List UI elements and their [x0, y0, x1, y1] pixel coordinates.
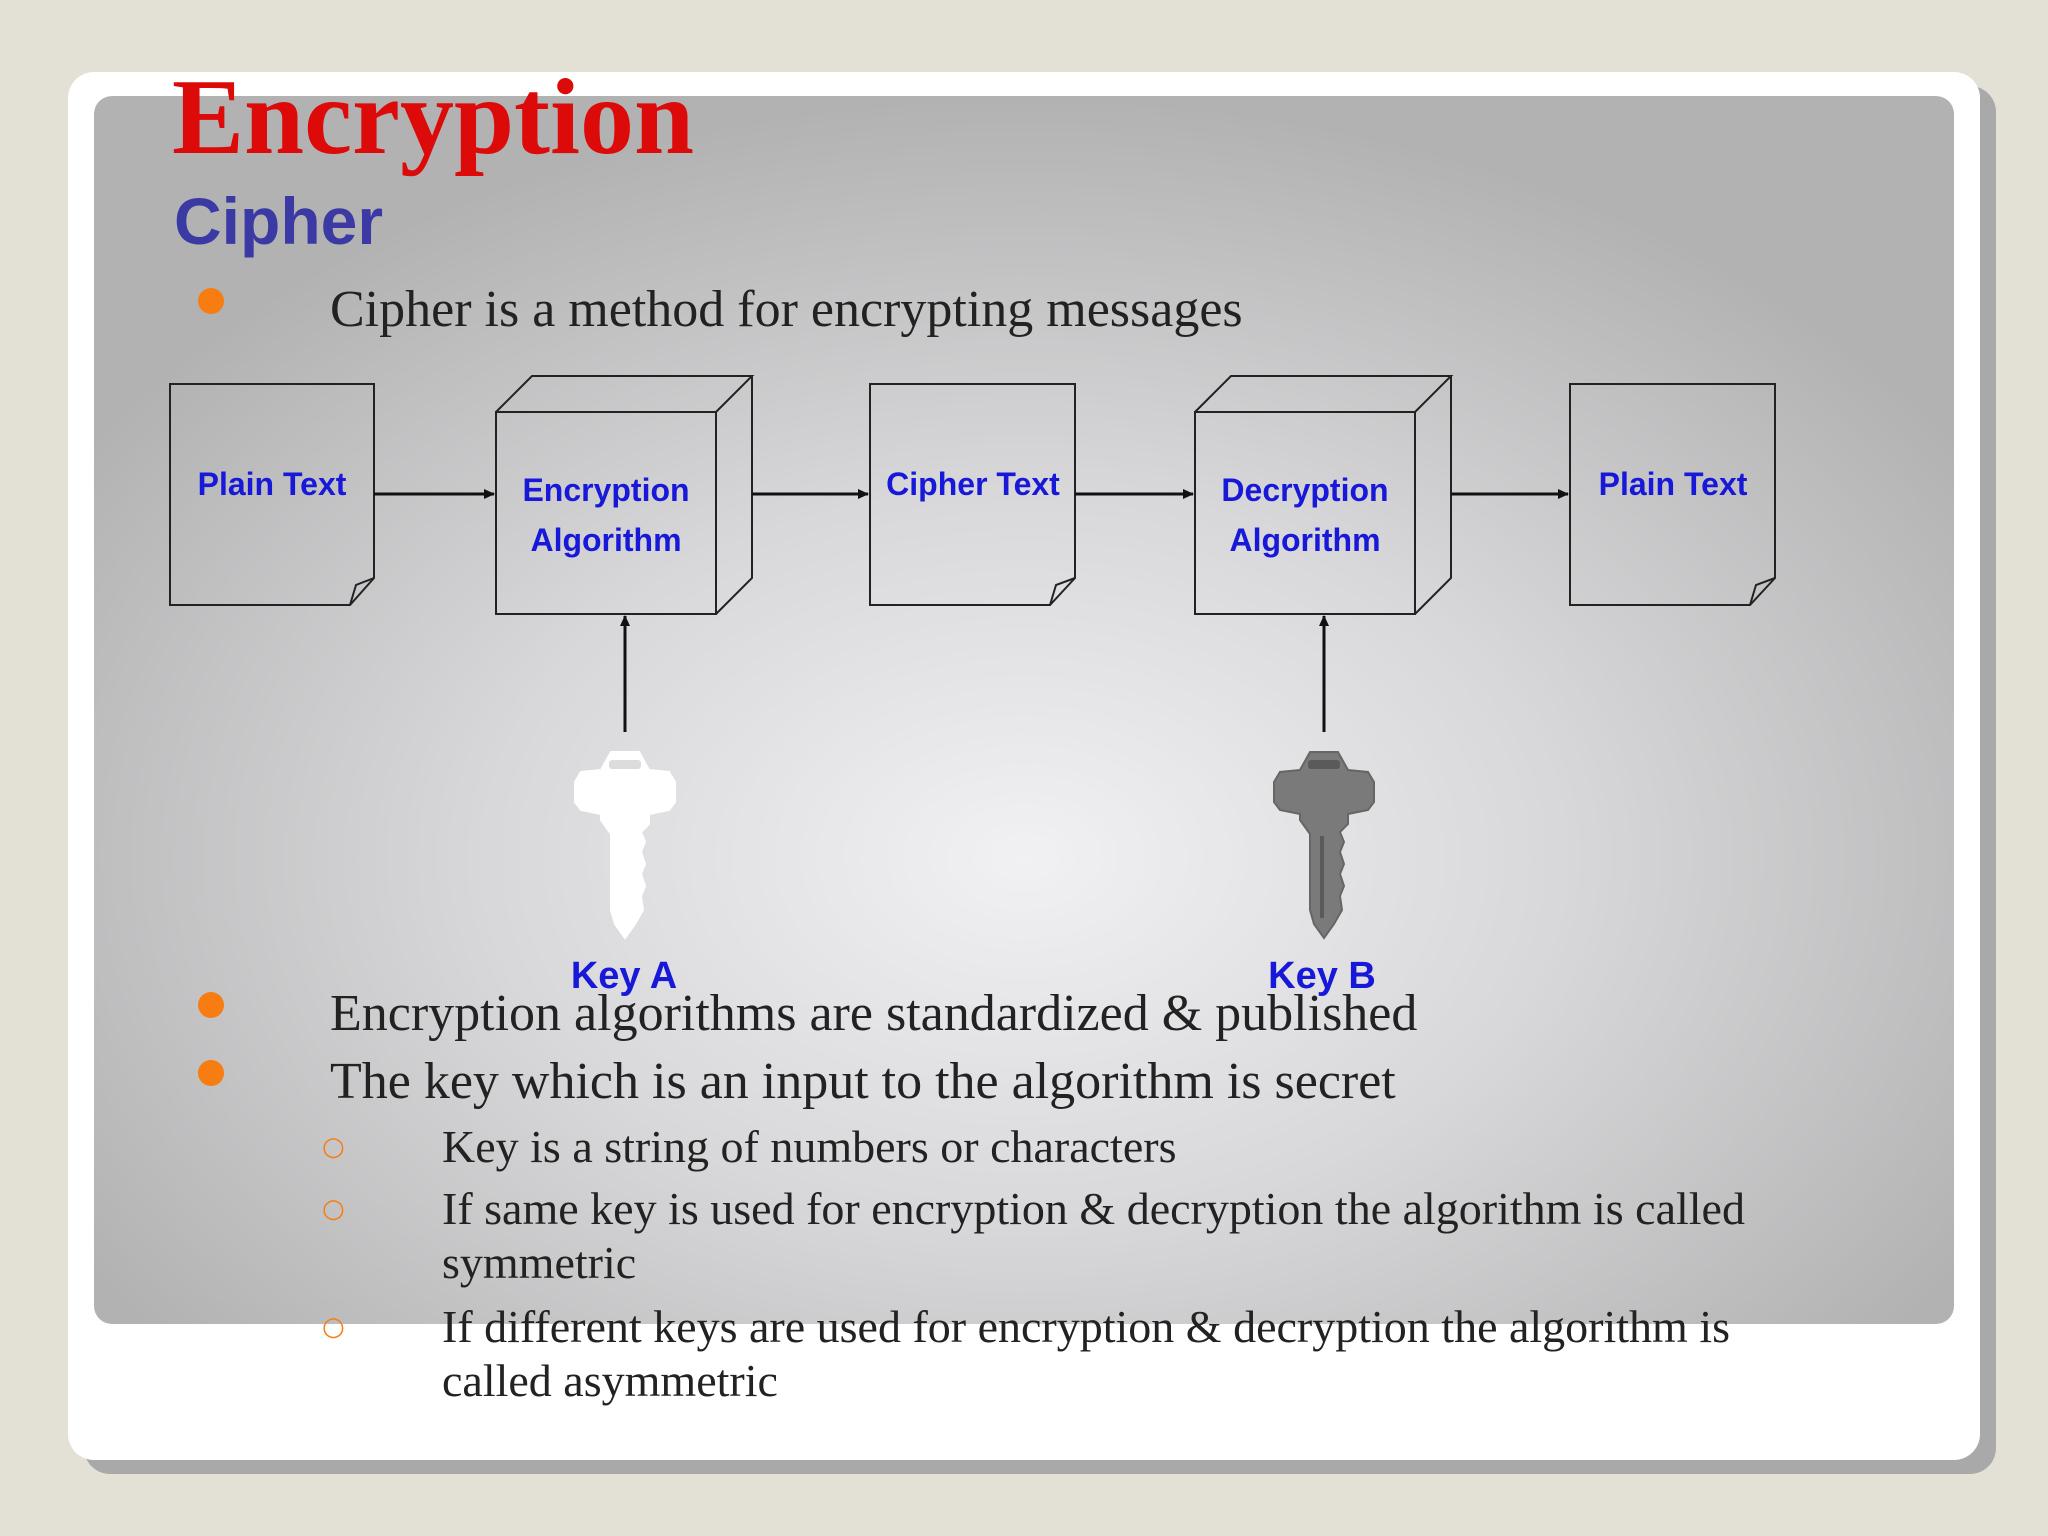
plain-text-input-label: Plain Text — [198, 466, 347, 502]
sub-bullet-marker: ○ — [322, 1132, 345, 1162]
intro-bullet-text: Cipher is a method for encrypting messag… — [330, 281, 1243, 338]
key-a-label: Key A — [571, 955, 677, 997]
bullet-dot — [198, 992, 224, 1018]
sub-bullet-text: If different keys are used for encryptio… — [442, 1301, 1731, 1352]
plain-text-output-label: Plain Text — [1599, 466, 1748, 502]
plain-text-output-node: Plain Text — [1569, 383, 1776, 606]
bullet-dot — [198, 1060, 224, 1086]
sub-bullet-marker: ○ — [322, 1194, 345, 1224]
bullet-text: Encryption algorithms are standardized &… — [330, 985, 1418, 1042]
encryption-algorithm-label-line-1: Encryption — [522, 472, 689, 508]
cipher-text-label: Cipher Text — [886, 466, 1060, 502]
bullet-text: The key which is an input to the algorit… — [330, 1053, 1396, 1110]
sub-bullet-marker: ○ — [322, 1312, 345, 1342]
sub-bullet-text-continued: called asymmetric — [442, 1355, 778, 1406]
encryption-algorithm-node: Encryption Algorithm — [495, 375, 755, 615]
slide-background-panel — [94, 96, 1954, 1324]
plain-text-input-node: Plain Text — [169, 383, 375, 606]
encryption-algorithm-label-line-2: Algorithm — [530, 522, 681, 558]
key-icon — [1273, 751, 1375, 940]
cipher-text-node: Cipher Text — [869, 383, 1076, 606]
sub-bullet-text-continued: symmetric — [442, 1237, 637, 1288]
bullet-dot — [198, 288, 224, 314]
decryption-algorithm-label-line-2: Algorithm — [1229, 522, 1380, 558]
slide-title: Encryption — [172, 58, 695, 177]
decryption-algorithm-label-line-1: Decryption — [1221, 472, 1388, 508]
decryption-algorithm-node: Decryption Algorithm — [1194, 375, 1454, 615]
sub-bullet-text: If same key is used for encryption & dec… — [442, 1183, 1745, 1234]
key-icon — [574, 751, 676, 940]
slide-subtitle: Cipher — [174, 184, 384, 258]
sub-bullet-text: Key is a string of numbers or characters — [442, 1121, 1177, 1172]
key-b-label: Key B — [1268, 955, 1376, 997]
